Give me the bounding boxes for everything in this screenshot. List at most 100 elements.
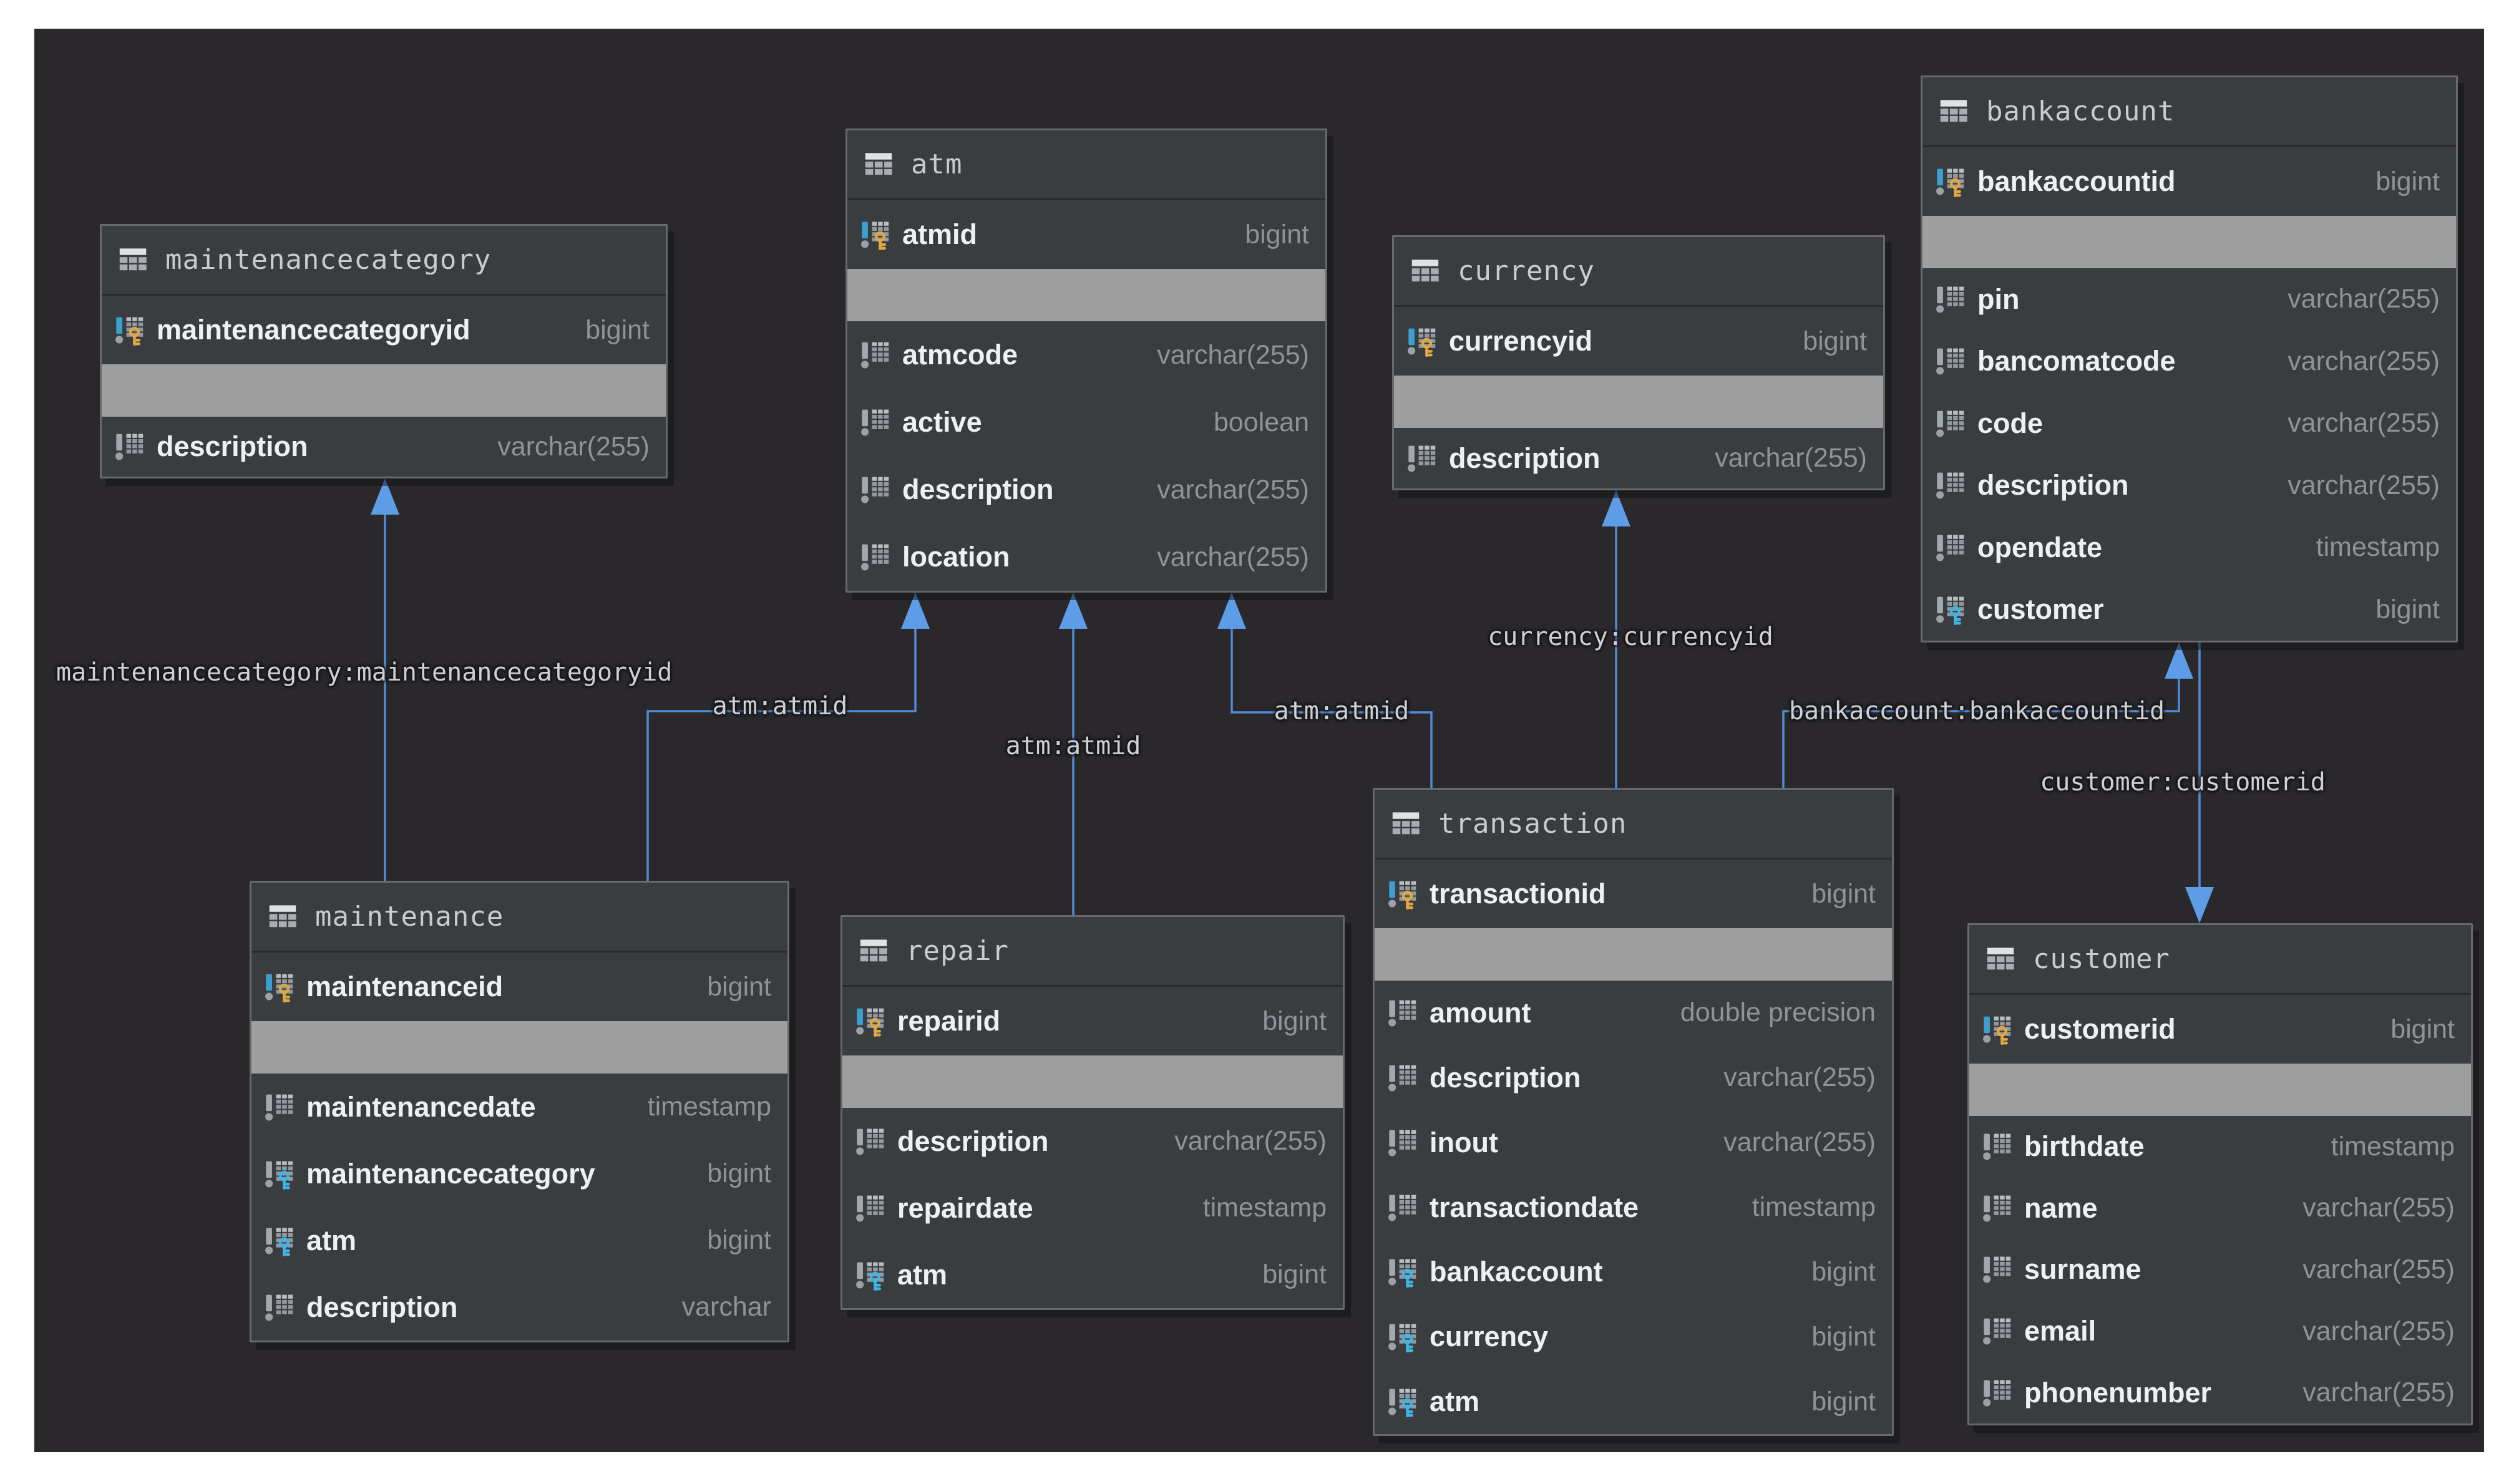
key-separator-band (1394, 376, 1883, 428)
key-separator-band (847, 269, 1325, 321)
column-name: atm (897, 1258, 948, 1291)
table-header[interactable]: atm (847, 130, 1325, 200)
table-icon (1390, 808, 1422, 840)
column-row-surname[interactable]: surname varchar(255) (1969, 1239, 2471, 1301)
column-icon (860, 407, 891, 438)
foreign-key-icon (1387, 1321, 1418, 1353)
column-row-description[interactable]: description varchar(255) (1922, 455, 2456, 517)
relationship-label: bankaccount:bankaccountid (1788, 697, 2165, 725)
column-name: atm (306, 1224, 357, 1256)
table-header[interactable]: maintenance (251, 883, 787, 953)
table-header[interactable]: bankaccount (1922, 77, 2456, 147)
table-header[interactable]: maintenancecategory (102, 226, 666, 296)
column-type: bigint (1262, 1006, 1327, 1036)
column-name: name (2024, 1191, 2098, 1224)
foreign-key-icon (1935, 594, 1966, 626)
column-name: opendate (1977, 531, 2103, 563)
column-name: customerid (2024, 1013, 2176, 1045)
table-header[interactable]: customer (1969, 925, 2471, 995)
table-title: repair (906, 935, 1009, 967)
column-name: repairdate (897, 1191, 1033, 1224)
column-name: amount (1430, 996, 1531, 1029)
primary-key-icon (114, 314, 145, 346)
column-name: maintenanceid (306, 971, 504, 1002)
column-row-phonenumber[interactable]: phonenumber varchar(255) (1969, 1362, 2471, 1423)
column-icon (264, 1092, 295, 1123)
column-row-atm[interactable]: atm bigint (842, 1241, 1343, 1308)
column-type: bigint (2375, 166, 2440, 196)
column-icon (1387, 997, 1418, 1029)
column-icon (1935, 346, 1966, 377)
column-type: varchar(255) (2288, 346, 2440, 376)
relationship-label: atm:atmid (1274, 697, 1410, 725)
column-name: inout (1430, 1126, 1498, 1158)
column-name: birthdate (2024, 1130, 2145, 1163)
column-type: bigint (1811, 1256, 1876, 1287)
table-header[interactable]: currency (1394, 237, 1883, 307)
table-node-maintenancecategory[interactable]: maintenancecategory maintenancecategoryi… (100, 224, 668, 478)
column-name: phonenumber (2024, 1376, 2211, 1409)
column-type: varchar(255) (1157, 339, 1309, 370)
key-separator-band (251, 1021, 787, 1074)
table-title: transaction (1438, 808, 1627, 840)
table-header[interactable]: transaction (1375, 790, 1892, 860)
column-type: timestamp (2331, 1131, 2455, 1161)
column-type: bigint (1811, 1386, 1876, 1417)
key-separator-band (102, 364, 666, 417)
column-row-birthdate[interactable]: birthdate timestamp (1969, 1116, 2471, 1178)
column-type: varchar(255) (2302, 1377, 2455, 1408)
table-header[interactable]: repair (842, 917, 1343, 987)
column-type: varchar(255) (2288, 284, 2440, 314)
column-type: bigint (1811, 1321, 1876, 1352)
column-name: transactiondate (1430, 1191, 1639, 1223)
column-name: surname (2024, 1253, 2141, 1286)
column-type: varchar(255) (1157, 474, 1309, 505)
column-type: varchar(255) (2302, 1254, 2455, 1284)
column-name: description (306, 1291, 458, 1323)
column-type: bigint (1262, 1259, 1327, 1289)
column-type: varchar(255) (2288, 470, 2440, 500)
column-name: description (1977, 469, 2129, 502)
